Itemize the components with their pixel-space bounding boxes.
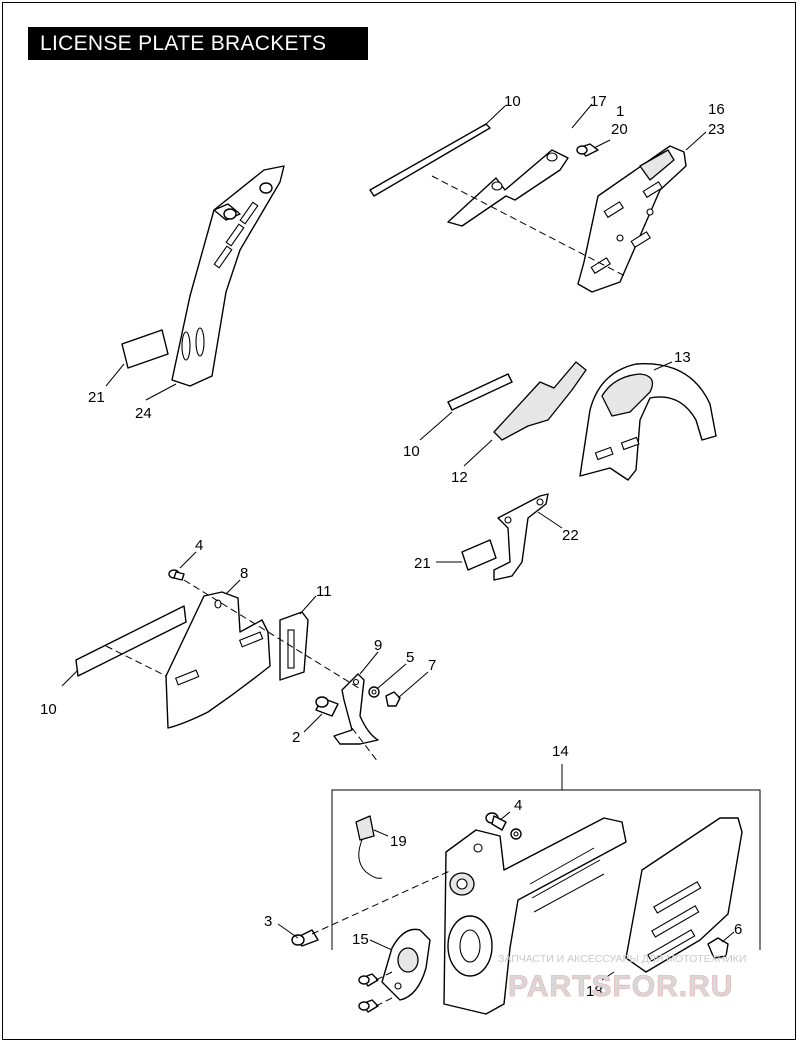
callout-20: 20: [611, 121, 628, 138]
callout-14: 14: [552, 743, 569, 760]
bracket-24: [171, 165, 285, 387]
nut-7: [385, 691, 401, 707]
callout-10-top: 10: [504, 93, 521, 110]
callout-6: 6: [734, 921, 742, 938]
bracket-12: [493, 361, 587, 441]
bracket-9: [333, 673, 379, 745]
callout-3: 3: [264, 913, 272, 930]
screw-4-top: [168, 569, 185, 581]
callout-24: 24: [135, 405, 152, 422]
assembly-line-bottom: [311, 869, 453, 1007]
plate-bracket-16: [577, 145, 687, 293]
reflector-strip-top: [369, 123, 491, 197]
main-bracket-18: [443, 817, 627, 1015]
callout-19: 19: [390, 833, 407, 850]
callout-10-lower: 10: [40, 701, 57, 718]
callout-13: 13: [674, 349, 691, 366]
callout-17: 17: [590, 93, 607, 110]
small-screws: [358, 973, 379, 1013]
screw-2: [315, 696, 339, 717]
callout-7: 7: [428, 657, 436, 674]
leader-lines: [61, 103, 735, 981]
light-housing-15: [381, 928, 431, 1001]
plate-11: [279, 611, 309, 681]
callout-21-top: 21: [88, 389, 105, 406]
watermark: ЗАПЧАСТИ И АКСЕССУАРЫ ДЛЯ МОТОТЕХНИКИ PA…: [498, 953, 746, 1003]
page-title: LICENSE PLATE BRACKETS: [28, 27, 368, 60]
callout-11: 11: [316, 583, 332, 600]
nut-6: [707, 937, 729, 959]
callout-8: 8: [240, 565, 248, 582]
connector-19: [355, 815, 383, 879]
assembly-line-middle: [105, 579, 379, 763]
bracket-8: [165, 591, 271, 729]
callout-2: 2: [292, 729, 300, 746]
bracket-22: [493, 493, 549, 581]
screw-4-bottom: [485, 812, 522, 840]
callout-1: 1: [616, 103, 624, 120]
callout-9: 9: [374, 637, 382, 654]
bracket-17: [447, 149, 569, 227]
callout-10-middle: 10: [403, 443, 420, 460]
watermark-tagline: ЗАПЧАСТИ И АКСЕССУАРЫ ДЛЯ МОТОТЕХНИКИ: [498, 953, 746, 965]
sticker-21-top: [121, 329, 169, 369]
callout-4-top: 4: [195, 537, 203, 554]
callout-18: 18: [586, 983, 603, 1000]
sticker-21-middle: [461, 539, 497, 571]
callout-labels: 10 17 1 20 16 23 21 24 13 10 12 22 21 4 …: [40, 93, 742, 1000]
screw-3: [291, 929, 319, 947]
callout-22: 22: [562, 527, 579, 544]
callout-21-middle: 21: [414, 555, 431, 572]
washer-5: [368, 686, 380, 698]
plate-bracket-18: [625, 817, 743, 973]
callout-15: 15: [352, 931, 369, 948]
assembly-line-top: [431, 175, 626, 277]
callout-12: 12: [451, 469, 468, 486]
watermark-site: PARTSFOR.RU: [508, 970, 733, 1003]
callout-4-bottom: 4: [514, 797, 522, 814]
screw-1: [576, 143, 599, 157]
reflector-strip-middle: [447, 373, 513, 411]
reflector-strip-lower: [75, 605, 187, 677]
fender-13: [579, 362, 717, 481]
callout-16: 16: [708, 101, 725, 118]
kit-14-bracket: [331, 789, 761, 950]
callout-23: 23: [708, 121, 725, 138]
callout-5: 5: [406, 649, 414, 666]
